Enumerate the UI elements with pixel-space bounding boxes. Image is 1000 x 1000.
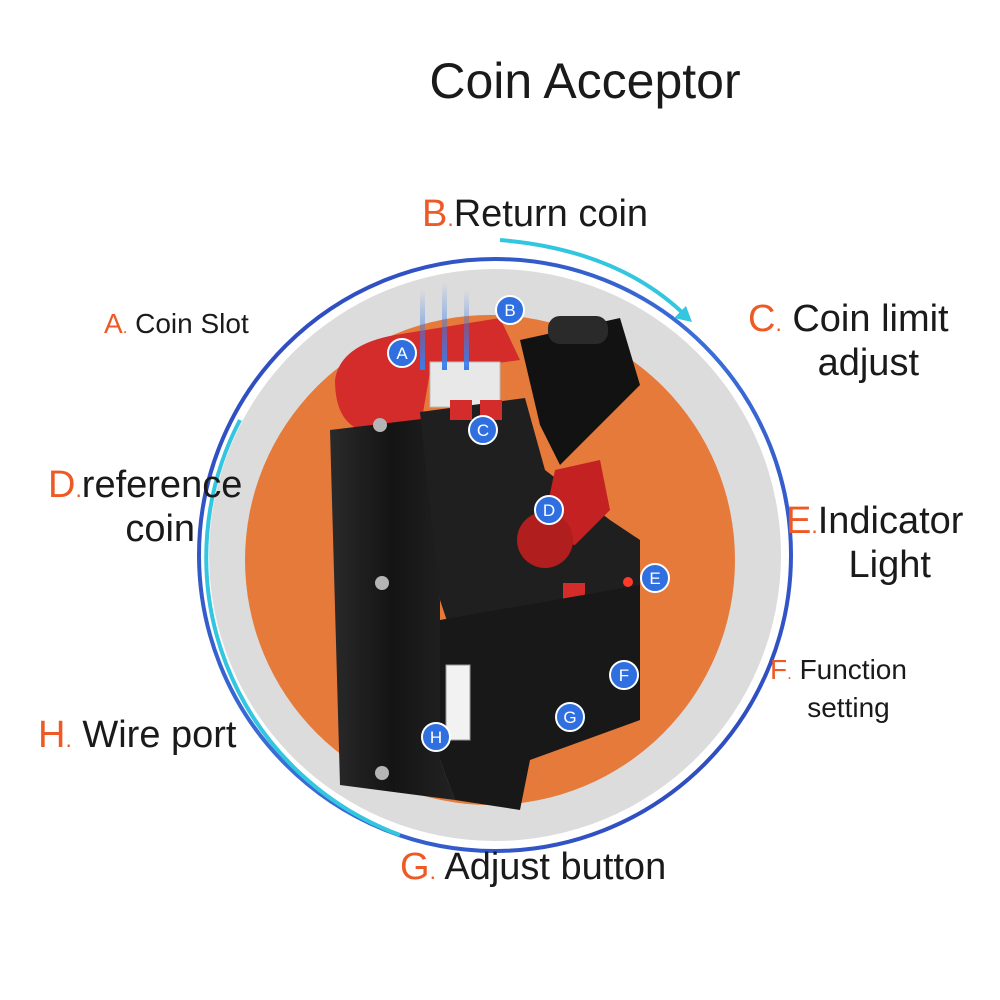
red-top-cap [335,318,520,430]
label-C-letter: C [748,298,776,340]
label-F: F. Function setting [770,654,907,724]
marker-g-circle [555,702,585,732]
label-A-letter: A [104,308,123,339]
label-A-sep: . [122,318,128,337]
label-H: H. Wire port [38,714,237,758]
label-F-line1: Function [799,654,907,685]
label-H-sep: . [65,726,72,752]
limit-knob [548,316,608,344]
marker-c-circle [468,415,498,445]
label-B: B.Return coin [422,193,648,237]
marker-h-circle [421,722,451,752]
wire-port-connector [445,664,471,741]
red-button-right [480,400,502,420]
outer-ring [197,257,793,853]
label-E-sep: . [811,512,818,538]
marker-e-label: E [649,569,660,588]
label-G-sep: . [429,858,436,884]
marker-f-label: F [619,666,629,685]
label-F-letter: F [770,654,788,685]
reference-coin [517,512,573,568]
marker-b-label: B [504,301,515,320]
label-B-sep: . [447,205,454,231]
label-E-letter: E [786,500,812,542]
cyan-arc-left [204,419,401,837]
screw-middle [375,576,389,590]
label-C: C. Coin limit adjust [748,298,949,385]
label-A: A. Coin Slot [104,308,249,340]
marker-b-circle [495,295,525,325]
red-button-left [450,400,472,420]
label-B-letter: B [422,193,448,235]
marker-h-label: H [430,728,442,747]
label-G: G. Adjust button [400,846,666,890]
label-D-line1: reference [81,464,243,506]
return-arrow-head [674,306,692,322]
label-G-letter: G [400,846,430,888]
label-F-sep: . [787,664,792,683]
label-C-line2: adjust [817,341,919,384]
label-D-letter: D [48,464,76,506]
marker-a-label: A [396,344,408,363]
label-C-line1: Coin limit [792,298,949,340]
label-F-line2: setting [807,692,890,724]
lower-block [440,585,640,810]
label-D: D.reference coin [48,464,242,551]
marker-d-circle [534,495,564,525]
limit-box [520,318,640,465]
label-E-line1: Indicator [817,500,964,542]
label-B-text: Return coin [453,193,649,235]
marker-f-circle [609,660,639,690]
marker-e-circle [640,563,670,593]
front-block [330,418,455,800]
screw-bottom [375,766,389,780]
middle-section [420,398,640,630]
label-D-sep: . [75,476,82,502]
label-A-text: Coin Slot [135,308,249,339]
return-arrow-arc [499,238,690,320]
coin-slot-motion-lines [420,282,469,370]
marker-c-label: C [477,421,489,440]
label-H-letter: H [38,714,66,756]
marker-group: A B C D E F G H [387,295,670,752]
indicator-light [623,577,633,587]
marker-a-circle [387,338,417,368]
label-C-sep: . [775,310,782,336]
marker-d-label: D [543,501,555,520]
label-G-text: Adjust button [444,846,667,888]
device-body [330,316,640,810]
label-E: E.Indicator Light [786,500,963,587]
page-title: Coin Acceptor [429,53,741,109]
label-E-line2: Light [848,543,931,586]
label-D-line2: coin [125,507,196,550]
label-H-text: Wire port [82,714,237,756]
screw-top [373,418,387,432]
marker-g-label: G [563,708,576,727]
